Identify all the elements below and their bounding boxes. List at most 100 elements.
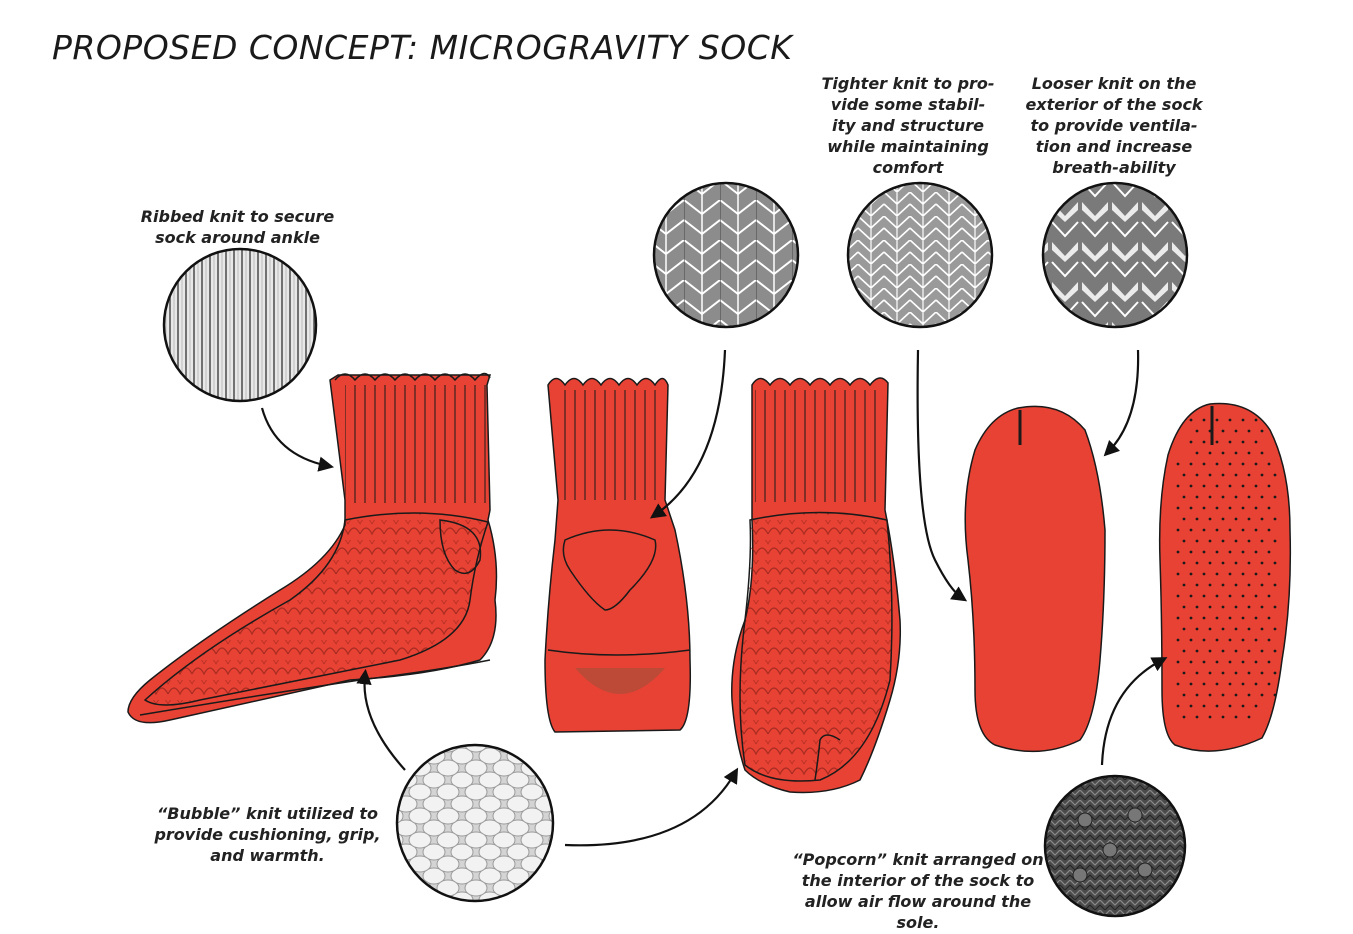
popcorn-dot bbox=[1254, 638, 1258, 642]
popcorn-dot bbox=[1241, 484, 1245, 488]
popcorn-dot bbox=[1260, 671, 1264, 675]
popcorn-dot bbox=[1221, 473, 1225, 477]
popcorn-dot bbox=[1208, 539, 1212, 543]
popcorn-dot bbox=[1202, 594, 1206, 598]
popcorn-dot bbox=[1189, 704, 1193, 708]
popcorn-dot bbox=[1228, 594, 1232, 598]
popcorn-dot bbox=[1260, 693, 1264, 697]
popcorn-dot bbox=[1176, 506, 1180, 510]
popcorn-dot bbox=[1260, 561, 1264, 565]
popcorn-dot bbox=[1215, 682, 1219, 686]
popcorn-dot bbox=[1241, 462, 1245, 466]
popcorn-dot bbox=[1273, 671, 1277, 675]
popcorn-dot bbox=[1234, 429, 1238, 433]
tighter-knit-swatch bbox=[846, 181, 994, 329]
caption-line: while maintaining bbox=[827, 137, 989, 156]
popcorn-dot bbox=[1215, 594, 1219, 598]
popcorn-dot bbox=[1189, 484, 1193, 488]
popcorn-dot bbox=[1254, 594, 1258, 598]
popcorn-dot bbox=[1182, 671, 1186, 675]
popcorn-dot bbox=[1273, 583, 1277, 587]
popcorn-dot bbox=[1260, 429, 1264, 433]
popcorn-dot bbox=[1215, 660, 1219, 664]
tighter-knit-caption: Tighter knit to pro- vide some stabil- i… bbox=[812, 73, 1004, 178]
popcorn-knit-caption: “Popcorn” knit arranged on the interior … bbox=[788, 849, 1048, 933]
popcorn-dot bbox=[1202, 660, 1206, 664]
popcorn-dot bbox=[1176, 550, 1180, 554]
popcorn-dot bbox=[1234, 583, 1238, 587]
popcorn-dot bbox=[1247, 649, 1251, 653]
popcorn-dot bbox=[1221, 583, 1225, 587]
popcorn-dot bbox=[1208, 429, 1212, 433]
popcorn-dot bbox=[1176, 594, 1180, 598]
popcorn-dot bbox=[1202, 528, 1206, 532]
popcorn-dot bbox=[1241, 528, 1245, 532]
caption-line: to provide ventila- bbox=[1030, 116, 1198, 135]
popcorn-dot bbox=[1182, 605, 1186, 609]
caption-line: comfort bbox=[872, 158, 944, 177]
arrow-bubble-side bbox=[356, 668, 406, 771]
popcorn-dot bbox=[1273, 539, 1277, 543]
arrow-popcorn bbox=[1100, 657, 1168, 766]
popcorn-dot bbox=[1182, 715, 1186, 719]
sole-exterior bbox=[964, 405, 1106, 753]
popcorn-dot bbox=[1254, 462, 1258, 466]
popcorn-dot bbox=[1221, 693, 1225, 697]
arrow-ribbed bbox=[260, 407, 335, 472]
popcorn-dot bbox=[1241, 418, 1245, 422]
popcorn-dot bbox=[1267, 550, 1271, 554]
popcorn-dot bbox=[1182, 473, 1186, 477]
popcorn-dot bbox=[1176, 638, 1180, 642]
popcorn-dot bbox=[1234, 715, 1238, 719]
popcorn-dot bbox=[1254, 418, 1258, 422]
popcorn-dot bbox=[1247, 627, 1251, 631]
caption-line: Looser knit on the bbox=[1031, 74, 1197, 93]
popcorn-dot bbox=[1228, 550, 1232, 554]
popcorn-dot bbox=[1202, 418, 1206, 422]
popcorn-dot bbox=[1182, 693, 1186, 697]
popcorn-dot bbox=[1234, 451, 1238, 455]
popcorn-dot bbox=[1254, 682, 1258, 686]
popcorn-dot bbox=[1267, 572, 1271, 576]
popcorn-dot bbox=[1189, 528, 1193, 532]
caption-line: breath-ability bbox=[1052, 158, 1176, 177]
popcorn-dot bbox=[1228, 528, 1232, 532]
popcorn-dot bbox=[1195, 473, 1199, 477]
popcorn-dot bbox=[1195, 583, 1199, 587]
popcorn-dot bbox=[1241, 572, 1245, 576]
chevron-knit-swatch bbox=[652, 181, 800, 329]
popcorn-dot bbox=[1260, 517, 1264, 521]
popcorn-dot bbox=[1182, 517, 1186, 521]
caption-line: allow air flow around the bbox=[804, 892, 1032, 911]
popcorn-dot bbox=[1267, 682, 1271, 686]
arrow-bubble-front bbox=[564, 767, 739, 847]
popcorn-dot bbox=[1228, 638, 1232, 642]
popcorn-dot bbox=[1228, 704, 1232, 708]
popcorn-dot bbox=[1208, 583, 1212, 587]
caption-line: “Popcorn” knit arranged on bbox=[792, 850, 1044, 869]
sock-side-view bbox=[127, 372, 498, 724]
popcorn-dot bbox=[1228, 418, 1232, 422]
popcorn-dot bbox=[1208, 473, 1212, 477]
popcorn-dot bbox=[1241, 704, 1245, 708]
popcorn-dot bbox=[1228, 506, 1232, 510]
popcorn-dot bbox=[1228, 682, 1232, 686]
arrow-chevron bbox=[649, 349, 727, 519]
popcorn-dot bbox=[1254, 550, 1258, 554]
popcorn-dot bbox=[1273, 561, 1277, 565]
popcorn-dot bbox=[1254, 440, 1258, 444]
popcorn-dot bbox=[1254, 484, 1258, 488]
bubble-knit-swatch bbox=[395, 743, 555, 903]
ribbed-knit-swatch bbox=[162, 247, 318, 403]
popcorn-dot bbox=[1234, 517, 1238, 521]
popcorn-dot bbox=[1241, 616, 1245, 620]
popcorn-dot bbox=[1189, 594, 1193, 598]
popcorn-dot bbox=[1202, 616, 1206, 620]
popcorn-dot bbox=[1260, 583, 1264, 587]
popcorn-dot bbox=[1215, 506, 1219, 510]
popcorn-dot bbox=[1195, 451, 1199, 455]
popcorn-dot bbox=[1273, 605, 1277, 609]
popcorn-dot bbox=[1234, 627, 1238, 631]
popcorn-dot bbox=[1247, 495, 1251, 499]
